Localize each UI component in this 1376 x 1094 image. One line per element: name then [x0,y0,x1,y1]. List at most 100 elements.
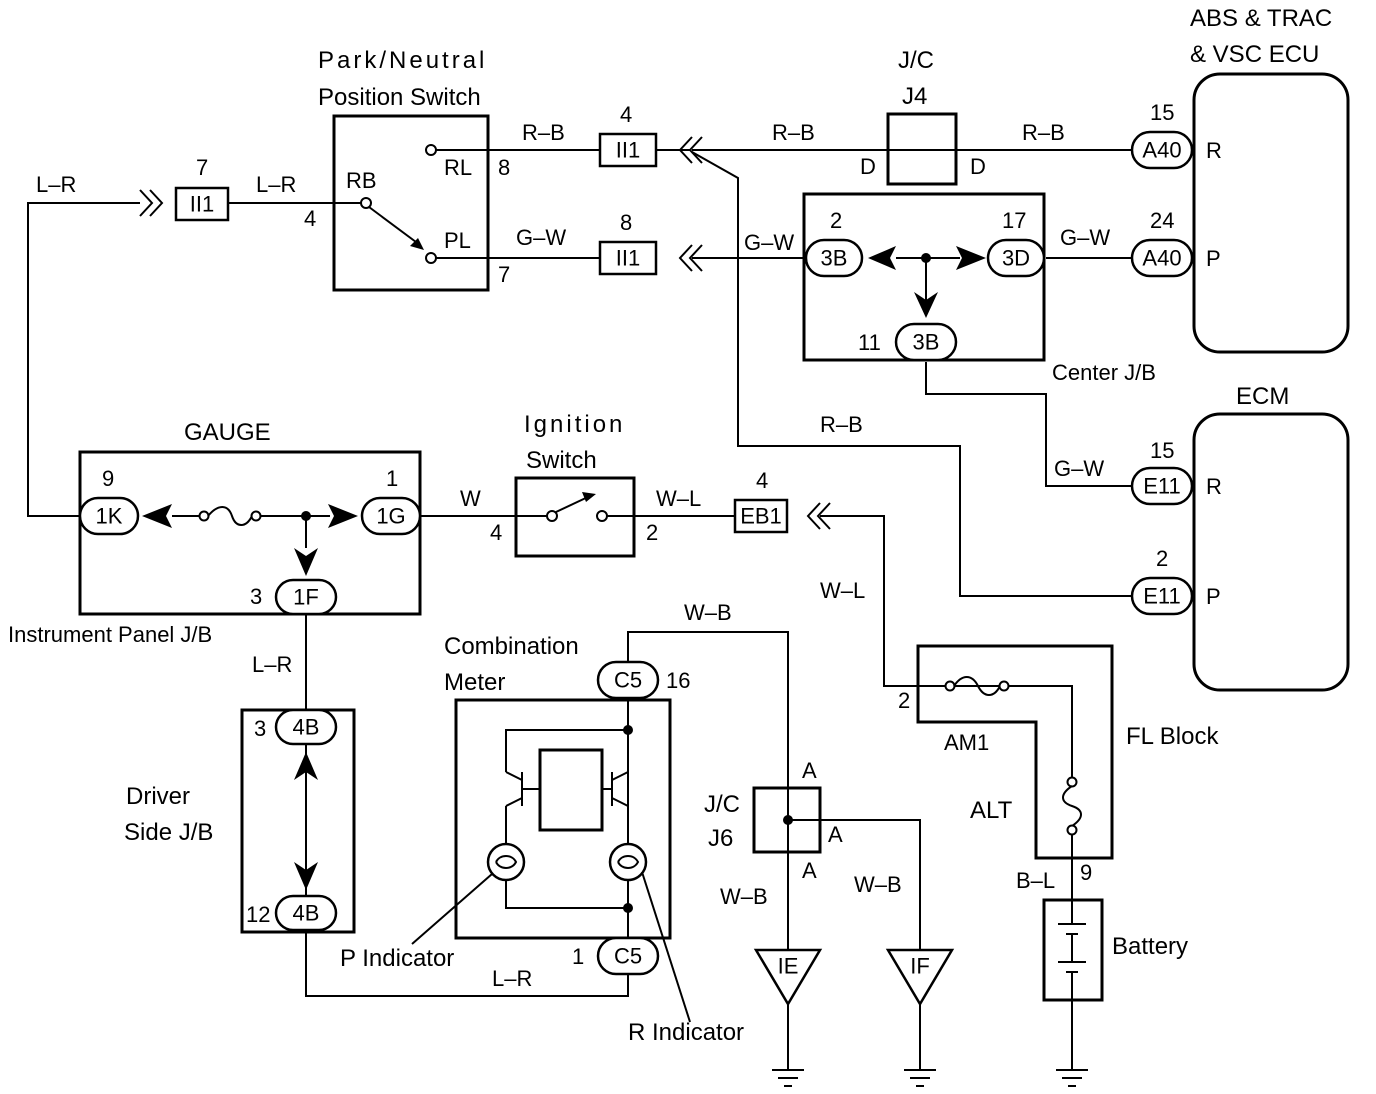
abs-title-1: ABS & TRAC [1190,5,1332,32]
bulb-filament-icon [617,855,640,869]
arrow-down-icon [914,292,938,318]
fl-num-9: 9 [1080,860,1092,885]
ip-jb-label: Instrument Panel J/B [8,622,212,647]
ign-num-4: 4 [490,520,502,545]
ecm-pin-r: R [1206,474,1222,499]
ign-terminal-r [596,510,608,522]
wire-label: G–W [744,230,794,255]
a40-r-pill [1130,130,1194,170]
wire-label: W–L [820,578,865,603]
c1f-pill [274,578,338,616]
ground-if: IF [885,948,955,1087]
c3b-2-num: 2 [830,208,842,233]
wire-label: W–B [720,884,768,909]
j4-pin-left: D [860,154,876,179]
a40-p-label: A40 [1142,246,1181,271]
c1g-num: 1 [386,466,398,491]
am1-terminal-l [944,680,956,692]
c5-16-label: C5 [614,668,642,693]
wire-label: L–R [36,172,76,197]
pn-num-8: 8 [498,155,510,180]
p-indicator-label: P Indicator [340,945,454,972]
ground-icon [904,1069,936,1087]
meter-box [454,698,672,940]
wire-wb-j6-if [788,819,921,950]
arrow-right-icon [956,246,986,270]
pn-switch-box [332,114,490,292]
jc-j4: J/C J4 D D [860,47,986,186]
connector-ii1-7: II1 7 [139,155,230,222]
e11-r-num: 15 [1150,438,1174,463]
e11-p-pill [1130,576,1194,616]
pn-pl-label: PL [444,228,471,253]
wire-lr-bottom [305,930,629,997]
ii1-8-num: 8 [620,210,632,235]
fl-block-outline [916,644,1114,860]
j6-title-2: J6 [708,825,733,852]
c5-16-num: 16 [666,668,690,693]
ground-icon [1056,1069,1088,1087]
wire-label: L–R [252,652,292,677]
c4b-12-label: 4B [293,901,320,926]
ii1-7-num: 7 [196,155,208,180]
ii1-7-label: II1 [190,192,214,217]
pn-rb-label: RB [346,168,377,193]
ii1-4-box [598,132,658,168]
c4b-3-num: 3 [254,716,266,741]
wire-label: B–L [1016,868,1055,893]
pn-num-4: 4 [304,206,316,231]
j4-pin-right: D [970,154,986,179]
wire-label: R–B [1022,120,1065,145]
eb1-num: 4 [756,468,768,493]
r-indicator-label: R Indicator [628,1019,744,1046]
fuse-icon [1062,785,1082,827]
a40-r-label: A40 [1142,138,1181,163]
c3b-11-num: 11 [858,330,881,355]
j6-pin-a-right: A [828,822,843,847]
j6-pin-a-bottom: A [802,858,817,883]
e11-p-label: E11 [1143,584,1181,609]
fuse-icon [207,506,253,526]
wire-am1-alt [950,685,1073,780]
c1g-pill [360,496,422,536]
c1f-num: 3 [250,584,262,609]
c4b-3-label: 4B [293,715,320,740]
meter-title-1: Combination [444,633,579,660]
arrow-left-icon [142,504,172,528]
park-neutral-switch: Park/Neutral Position Switch RB RL PL 4 … [304,47,510,292]
wire-label: L–R [492,966,532,991]
pn-num-7: 7 [498,262,510,287]
wire-label: W–L [656,486,701,511]
ii1-8-label: II1 [616,246,640,271]
abs-ecu: ABS & TRAC & VSC ECU A40 15 R A40 24 P [1130,5,1350,354]
wire-label: W–B [854,872,902,897]
ecm: ECM E11 15 R E11 2 P [1130,383,1350,692]
p-indicator-bulb-icon [486,842,526,882]
eb1-label: EB1 [740,504,782,529]
battery: Battery [1042,898,1188,1087]
battery-label: Battery [1112,933,1188,960]
pn-switch-arm [368,206,421,246]
c1f-label: 1F [293,585,319,610]
e11-p-num: 2 [1156,546,1168,571]
abs-pin-r: R [1206,138,1222,163]
ip-jb-box [78,450,422,616]
pn-switch-title-2: Position Switch [318,84,481,111]
c5-1-label: C5 [614,944,642,969]
j4-title-1: J/C [898,47,934,74]
r-indicator-bulb-icon [608,842,648,882]
ign-title-1: Ignition [524,411,625,438]
j4-title-2: J4 [902,83,927,110]
c3d-17-label: 3D [1002,246,1030,271]
c3b-11-pill [894,322,958,362]
wire-label: G–W [1060,225,1110,250]
ign-switch-arm [555,495,591,513]
jc-j6: J/C J6 A A A [704,758,843,883]
wire-label: G–W [1054,456,1104,481]
meter-title-2: Meter [444,669,505,696]
arrow-up-icon [294,752,318,780]
c3b-2-pill [804,238,864,278]
center-jb: 3B 2 3D 17 3B 11 Center J/B [802,192,1156,385]
pn-rl-terminal [425,144,437,156]
a40-r-num: 15 [1150,100,1174,125]
